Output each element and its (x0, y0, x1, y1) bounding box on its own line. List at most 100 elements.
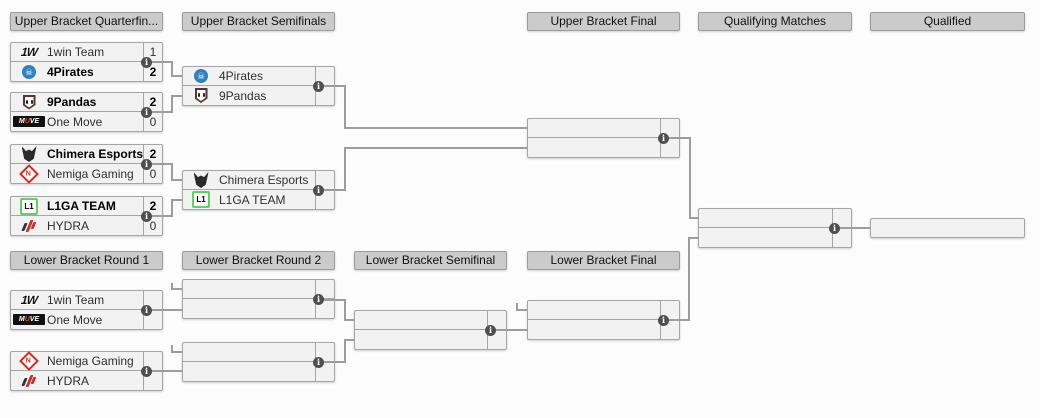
match-lbr2-1: i (182, 279, 335, 319)
team-name[interactable]: Nemiga Gaming (47, 166, 134, 181)
connector-stub (171, 288, 182, 290)
connector-line (171, 61, 173, 77)
connector-line (689, 217, 698, 219)
connector-line (171, 95, 182, 97)
match-info-icon[interactable]: i (141, 211, 152, 222)
team-name[interactable]: HYDRA (47, 218, 90, 233)
team-slot: ☠ 4Pirates (183, 67, 334, 86)
team-name[interactable]: Chimera Esports (47, 147, 143, 161)
team-slot: 1W 1win Team (11, 291, 162, 310)
connector-line (660, 319, 690, 321)
9pandas-logo-icon (183, 88, 219, 103)
team-name[interactable]: 9Pandas (47, 95, 97, 109)
chimera-esports-logo-icon (183, 172, 219, 188)
connector-line (488, 329, 528, 331)
team-slot: 1W 1win Team 1 (11, 43, 162, 62)
connector-line (688, 237, 698, 239)
team-slot (528, 320, 679, 339)
team-name[interactable]: Nemiga Gaming (47, 354, 134, 368)
header-lower-bracket-final: Lower Bracket Final (527, 251, 680, 270)
team-score: 2 (143, 197, 162, 215)
match-info-icon[interactable]: i (313, 185, 324, 196)
team-score (143, 352, 162, 370)
match-qualifying: i (698, 208, 852, 248)
match-info-icon[interactable]: i (658, 133, 669, 144)
team-name[interactable]: 4Pirates (47, 64, 94, 79)
match-info-icon[interactable]: i (313, 81, 324, 92)
team-name[interactable]: 4Pirates (219, 69, 264, 83)
header-upper-bracket-final: Upper Bracket Final (527, 12, 680, 31)
team-slot: L1 L1GA TEAM 2 (11, 197, 162, 216)
match-ubqf-3: Chimera Esports 2 N Nemiga Gaming 0 i (10, 144, 163, 184)
chimera-esports-logo-icon (11, 146, 47, 162)
team-score: 1 (143, 43, 162, 61)
connector-line (344, 127, 528, 129)
team-score (315, 171, 334, 189)
team-score: 0 (143, 216, 162, 235)
nemiga-gaming-logo-icon: N (11, 351, 47, 371)
connector-line (344, 147, 346, 191)
match-info-icon[interactable]: i (141, 159, 152, 170)
team-slot: 9Pandas (183, 86, 334, 105)
connector-line (688, 237, 690, 321)
match-info-icon[interactable]: i (141, 366, 152, 377)
match-info-icon[interactable]: i (485, 325, 496, 336)
header-lower-bracket-round-1: Lower Bracket Round 1 (10, 251, 163, 270)
team-name[interactable]: HYDRA (47, 373, 90, 388)
match-info-icon[interactable]: i (658, 315, 669, 326)
connector-line (171, 179, 182, 181)
connector-line (147, 111, 173, 113)
team-slot: Chimera Esports 2 (11, 145, 162, 164)
match-info-icon[interactable]: i (829, 223, 840, 234)
team-name[interactable]: One Move (47, 312, 103, 327)
connector-line (833, 227, 871, 229)
match-lb-final: i (527, 300, 680, 340)
connector-line (661, 137, 691, 139)
team-name[interactable]: L1GA TEAM (47, 199, 116, 213)
connector-line (147, 163, 173, 165)
team-score: 2 (143, 62, 162, 81)
team-slot (699, 228, 851, 247)
match-info-icon[interactable]: i (141, 305, 152, 316)
connector-line (171, 163, 173, 181)
match-upper-bracket-final: i (527, 118, 680, 158)
4pirates-logo-icon: ☠ (11, 64, 47, 79)
match-ubqf-4: L1 L1GA TEAM 2 HYDRA 0 i (10, 196, 163, 236)
team-slot (528, 119, 679, 138)
team-slot: 9Pandas 2 (11, 93, 162, 112)
4pirates-logo-icon: ☠ (183, 69, 219, 83)
team-score: 2 (143, 145, 162, 163)
team-name[interactable]: Chimera Esports (219, 173, 309, 187)
1win-team-logo-icon: 1W (20, 293, 38, 307)
connector-stub (171, 351, 182, 353)
connector-stub (516, 309, 527, 311)
team-slot (528, 301, 679, 320)
team-name[interactable]: 9Pandas (219, 88, 267, 103)
team-slot (183, 362, 334, 381)
team-name[interactable]: One Move (47, 114, 103, 129)
connector-line (344, 147, 528, 149)
connector-stub (171, 345, 173, 352)
team-name[interactable]: L1GA TEAM (219, 192, 286, 207)
connector-line (171, 95, 173, 113)
connector-line (147, 215, 173, 217)
team-slot (355, 330, 506, 349)
connector-stub (516, 303, 518, 310)
header-qualifying-matches: Qualifying Matches (698, 12, 852, 31)
connector-line (344, 339, 354, 341)
connector-line (689, 137, 691, 219)
team-slot (699, 209, 851, 228)
match-info-icon[interactable]: i (313, 357, 324, 368)
connector-line (316, 361, 346, 363)
match-info-icon[interactable]: i (141, 57, 152, 68)
match-info-icon[interactable]: i (141, 107, 152, 118)
match-info-icon[interactable]: i (313, 294, 324, 305)
team-score (143, 371, 162, 390)
team-name[interactable]: 1win Team (47, 45, 105, 59)
team-name[interactable]: 1win Team (47, 293, 105, 307)
team-slot: Chimera Esports (183, 171, 334, 190)
